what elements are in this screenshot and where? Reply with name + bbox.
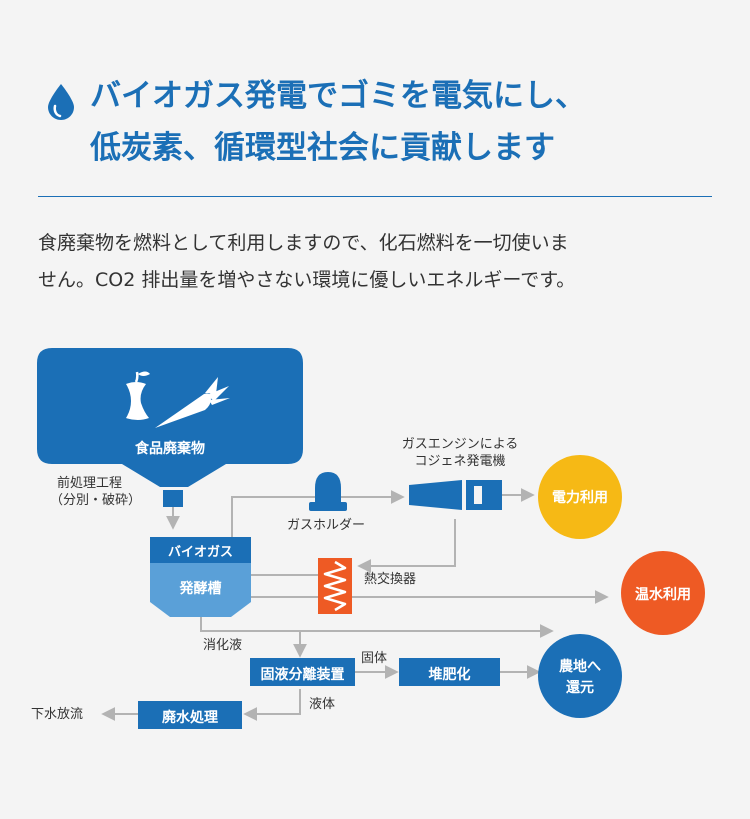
engine-label-1: ガスエンジンによる [401,437,519,452]
pretreatment-label-2: （分別・破砕） [50,493,142,508]
digester-tank [150,537,251,617]
farmland-label-1: 農地へ [559,659,601,675]
wastewater-box [138,701,242,729]
farmland-label-2: 還元 [566,680,594,696]
compost-label: 堆肥化 [428,667,471,683]
wastewater-label: 廃水処理 [162,710,218,726]
food-waste-hopper [37,348,303,507]
pretreatment-label-1: 前処理工程 [57,476,123,491]
hopper-label: 食品廃棄物 [135,440,205,457]
heat-exchanger-icon [318,558,352,614]
separator-label: 固液分離装置 [260,667,345,683]
engine-label-2: コジェネ発電機 [414,454,506,469]
separator-box [250,658,355,686]
title-divider [38,196,712,197]
digestate-label: 消化液 [203,638,243,653]
hot-water-use-label: 温水利用 [635,587,691,603]
hot-water-use-circle [621,551,705,635]
gas-engine-icon [409,480,502,510]
farmland-circle [538,634,622,718]
liquid-label: 液体 [309,697,336,712]
gas-holder-label: ガスホルダー [287,518,366,533]
gas-holder-icon [309,472,347,511]
intro-line-2: せん。CO2 排出量を増やさない環境に優しいエネルギーです。 [38,269,576,291]
heat-exchanger-label: 熱交換器 [364,572,417,587]
discharge-label: 下水放流 [31,707,84,722]
water-drop-icon [48,84,74,120]
compost-box [399,658,500,686]
title-line-2: 低炭素、循環型社会に貢献します [90,130,555,166]
digester-bottom-label: 発酵槽 [179,581,222,597]
power-use-label: 電力利用 [552,490,608,506]
intro-text: 食廃棄物を燃料として利用しますので、化石燃料を一切使いま せん。CO2 排出量を… [38,225,718,299]
power-use-circle [538,455,622,539]
apple-core-icon [126,371,150,420]
digester-top-label: バイオガス [167,545,233,560]
intro-line-1: 食廃棄物を燃料として利用しますので、化石燃料を一切使いま [38,232,569,254]
carrot-icon [155,377,230,428]
title-line-1: バイオガス発電でゴミを電気にし、 [90,78,586,114]
flow-arrows [101,488,609,721]
solid-label: 固体 [361,651,388,666]
